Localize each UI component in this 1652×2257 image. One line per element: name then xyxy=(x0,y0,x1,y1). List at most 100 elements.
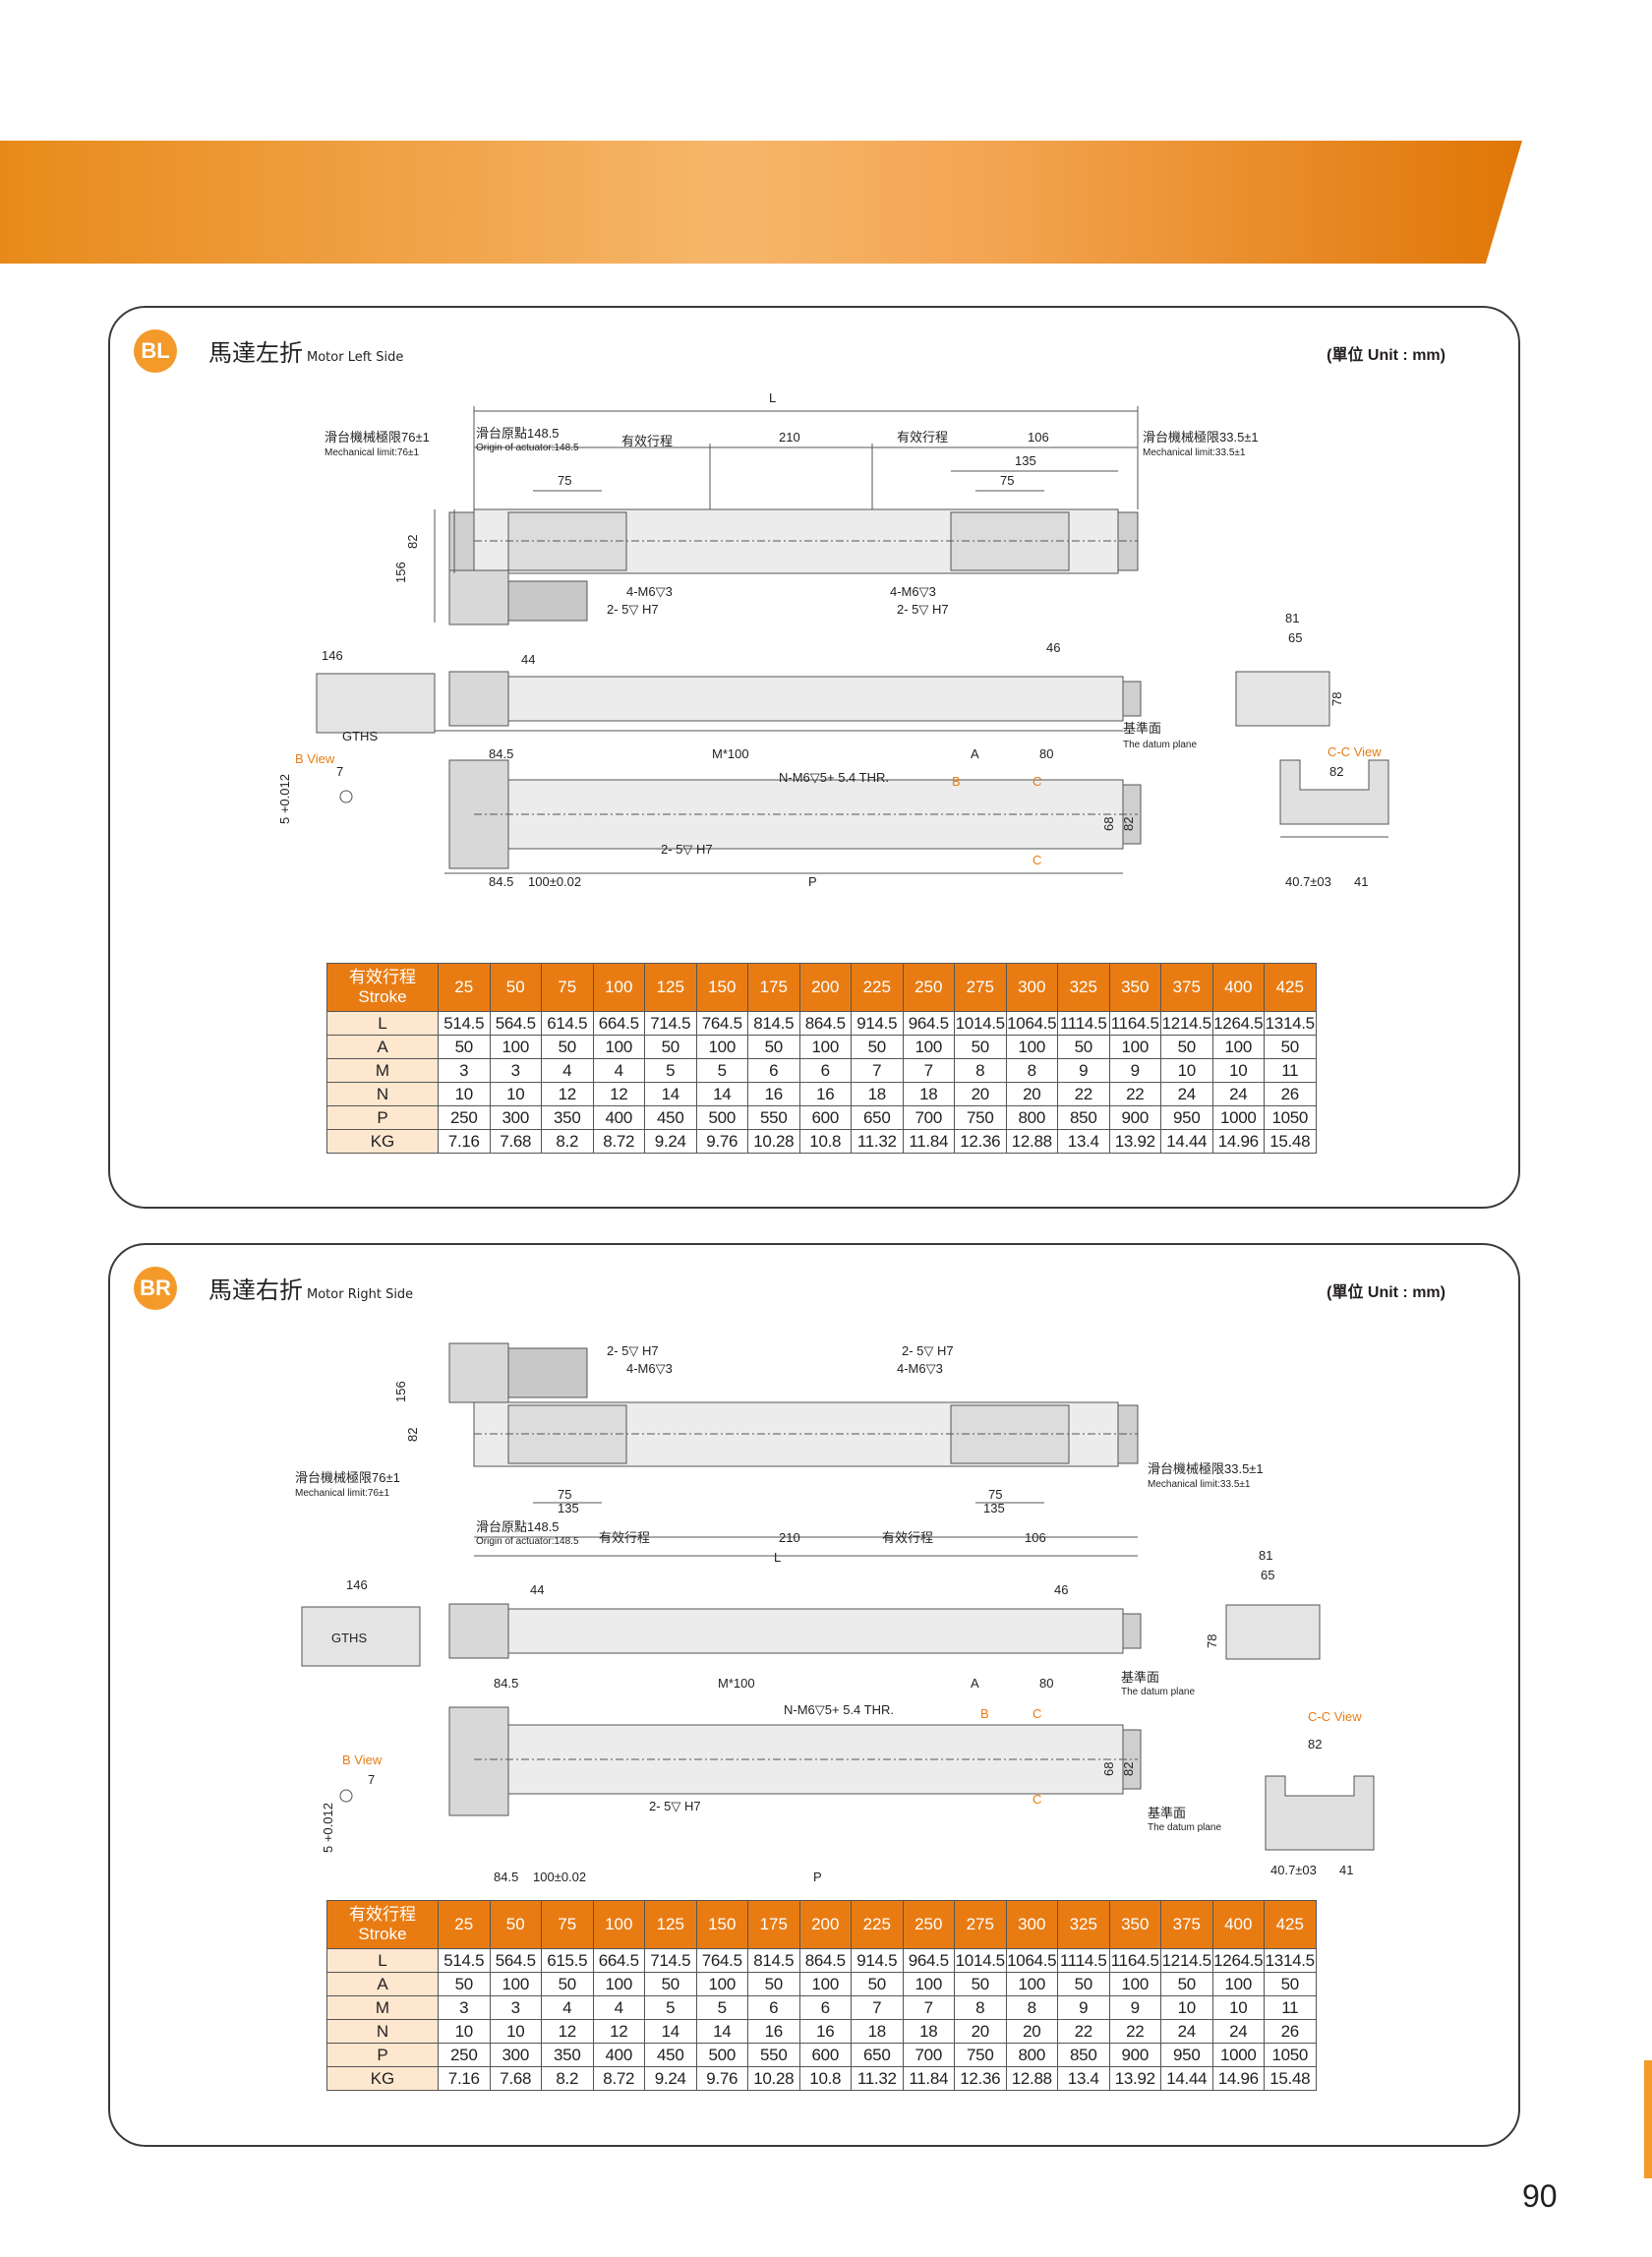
stroke-col-header: 275 xyxy=(954,963,1007,1012)
table-cell: 11 xyxy=(1264,1058,1317,1083)
stroke-label: 有效行程 xyxy=(882,1530,933,1545)
dim-135: 135 xyxy=(1015,453,1036,468)
table-cell: 800 xyxy=(1005,1105,1058,1130)
mech-left-en: Mechanical limit:76±1 xyxy=(324,447,420,458)
stroke-col-header: 250 xyxy=(902,1900,955,1949)
dim-41: 41 xyxy=(1354,874,1368,889)
table-cell: 10 xyxy=(438,1082,491,1106)
table-cell: 1264.5 xyxy=(1211,1011,1265,1036)
table-cell: 12.36 xyxy=(954,1129,1007,1154)
motor-body xyxy=(448,569,509,625)
dim-146: 146 xyxy=(322,648,343,663)
table-cell: 14 xyxy=(695,2019,748,2044)
table-cell: 7.16 xyxy=(438,2066,491,2091)
table-cell: 12.88 xyxy=(1005,2066,1058,2091)
stroke-col-header: 375 xyxy=(1160,1900,1213,1949)
table-cell: 100 xyxy=(798,1972,852,1996)
table-cell: 9 xyxy=(1057,1995,1110,2020)
table-cell: 10.28 xyxy=(747,1129,800,1154)
dim-156: 156 xyxy=(393,1381,408,1402)
table-cell: 6 xyxy=(798,1995,852,2020)
table-cell: 1164.5 xyxy=(1108,1011,1161,1036)
table-cell: 8.72 xyxy=(592,1129,645,1154)
table-cell: 22 xyxy=(1057,1082,1110,1106)
table-cell: 1314.5 xyxy=(1264,1948,1317,1973)
tol: 5 +0.012 xyxy=(277,774,292,824)
table-cell: 1014.5 xyxy=(954,1948,1007,1973)
table-cell: 950 xyxy=(1160,1105,1213,1130)
table-cell: 50 xyxy=(954,1972,1007,1996)
table-cell: 1014.5 xyxy=(954,1011,1007,1036)
table-cell: 50 xyxy=(1160,1035,1213,1059)
table-cell: 650 xyxy=(851,1105,904,1130)
table-cell: 764.5 xyxy=(695,1948,748,1973)
dim-m100: M*100 xyxy=(718,1676,755,1691)
table-cell: 1214.5 xyxy=(1160,1011,1213,1036)
table-cell: 10.8 xyxy=(798,1129,852,1154)
row-label: L xyxy=(326,1011,439,1036)
datum-en: The datum plane xyxy=(1121,1687,1195,1697)
dim-m100: M*100 xyxy=(712,746,749,761)
table-cell: 8 xyxy=(954,1995,1007,2020)
table-cell: 7.16 xyxy=(438,1129,491,1154)
table-cell: 1000 xyxy=(1211,2043,1265,2067)
table-cell: 1164.5 xyxy=(1108,1948,1161,1973)
b-view-label: B View xyxy=(295,751,335,766)
table-cell: 664.5 xyxy=(592,1011,645,1036)
c-mark: C xyxy=(1032,1792,1041,1807)
table-cell: 6 xyxy=(747,1058,800,1083)
table-cell: 250 xyxy=(438,1105,491,1130)
row-label: N xyxy=(326,2019,439,2044)
table-cell: 10 xyxy=(438,2019,491,2044)
stroke-col-header: 200 xyxy=(798,963,852,1012)
table-cell: 50 xyxy=(644,1972,697,1996)
origin-en: Origin of actuator:148.5 xyxy=(476,1536,579,1547)
table-cell: 664.5 xyxy=(592,1948,645,1973)
dim-A: A xyxy=(971,1676,979,1691)
origin-label: 滑台原點148.5 xyxy=(476,426,560,441)
table-cell: 100 xyxy=(1211,1035,1265,1059)
dim-80: 80 xyxy=(1039,1676,1053,1691)
unit-label: (單位 Unit : mm) xyxy=(1327,347,1446,364)
table-cell: 350 xyxy=(541,2043,594,2067)
mech-left-en: Mechanical limit:76±1 xyxy=(295,1488,390,1499)
logo-text: GTHS xyxy=(342,729,378,743)
stroke-col-header: 425 xyxy=(1264,1900,1317,1949)
technical-drawing-br: 2- 5▽ H7 2- 5▽ H7 4-M6▽3 4-M6▽3 82 156 滑… xyxy=(295,1342,1375,1884)
table-cell: 400 xyxy=(592,1105,645,1130)
table-cell: 514.5 xyxy=(438,1948,491,1973)
dim-L: L xyxy=(769,390,776,405)
dim-100: 100±0.02 xyxy=(533,1870,586,1884)
stroke-col-header: 325 xyxy=(1057,963,1110,1012)
table-cell: 4 xyxy=(592,1995,645,2020)
m6-note: 4-M6▽3 xyxy=(890,584,936,599)
table-cell: 26 xyxy=(1264,1082,1317,1106)
datum-label: 基準面 xyxy=(1123,721,1161,736)
stroke-col-header: 325 xyxy=(1057,1900,1110,1949)
table-cell: 1050 xyxy=(1264,1105,1317,1130)
table-cell: 614.5 xyxy=(541,1011,594,1036)
n-m6-note: N-M6▽5+ 5.4 THR. xyxy=(784,1702,894,1717)
table-cell: 100 xyxy=(902,1035,955,1059)
n-m6-note: N-M6▽5+ 5.4 THR. xyxy=(779,770,889,785)
table-cell: 850 xyxy=(1057,1105,1110,1130)
cc-view-label: C-C View xyxy=(1328,744,1382,759)
stroke-col-header: 175 xyxy=(747,1900,800,1949)
table-cell: 3 xyxy=(489,1058,542,1083)
mech-right-en: Mechanical limit:33.5±1 xyxy=(1143,447,1246,458)
table-cell: 1214.5 xyxy=(1160,1948,1213,1973)
h7-note: 2- 5▽ H7 xyxy=(661,842,713,857)
table-cell: 9 xyxy=(1108,1058,1161,1083)
table-cell: 4 xyxy=(541,1995,594,2020)
dim-82: 82 xyxy=(1308,1737,1322,1752)
table-cell: 1050 xyxy=(1264,2043,1317,2067)
origin-en: Origin of actuator:148.5 xyxy=(476,443,579,453)
table-cell: 9 xyxy=(1108,1995,1161,2020)
table-cell: 914.5 xyxy=(851,1948,904,1973)
table-cell: 10 xyxy=(1160,1995,1213,2020)
